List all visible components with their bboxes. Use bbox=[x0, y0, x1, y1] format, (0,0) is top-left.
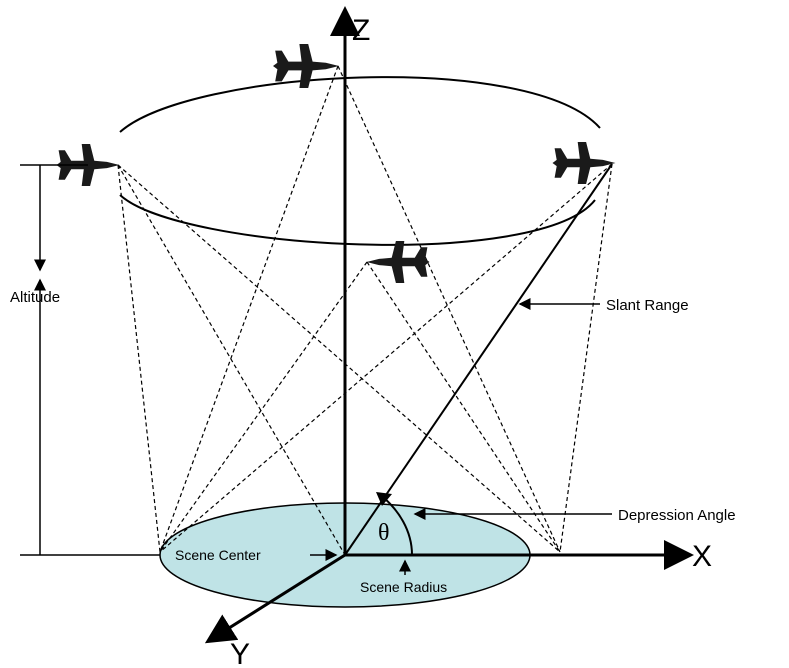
sight-lines bbox=[117, 65, 613, 556]
z-axis-label: Z bbox=[352, 14, 370, 47]
slant-range-label: Slant Range bbox=[606, 297, 689, 314]
altitude-label: Altitude bbox=[10, 289, 60, 306]
altitude-dimension bbox=[20, 164, 160, 556]
orbit-front-arc bbox=[119, 194, 596, 246]
y-axis-label: Y bbox=[230, 638, 250, 668]
x-axis-label: X bbox=[692, 540, 712, 573]
scene-radius-label: Scene Radius bbox=[360, 579, 447, 595]
theta-symbol: θ bbox=[378, 520, 390, 546]
scene-center-label: Scene Center bbox=[175, 547, 261, 563]
orbit-back-arc bbox=[119, 76, 601, 133]
aircraft-icon bbox=[552, 142, 616, 184]
depression-angle-arrowhead bbox=[376, 492, 392, 506]
y-axis bbox=[204, 553, 346, 644]
depression-angle-arc bbox=[382, 496, 413, 556]
depression-angle-label: Depression Angle bbox=[618, 507, 736, 524]
aircraft-icon bbox=[273, 44, 339, 88]
slant-range-line bbox=[344, 163, 613, 556]
aircraft-icon bbox=[366, 241, 430, 283]
